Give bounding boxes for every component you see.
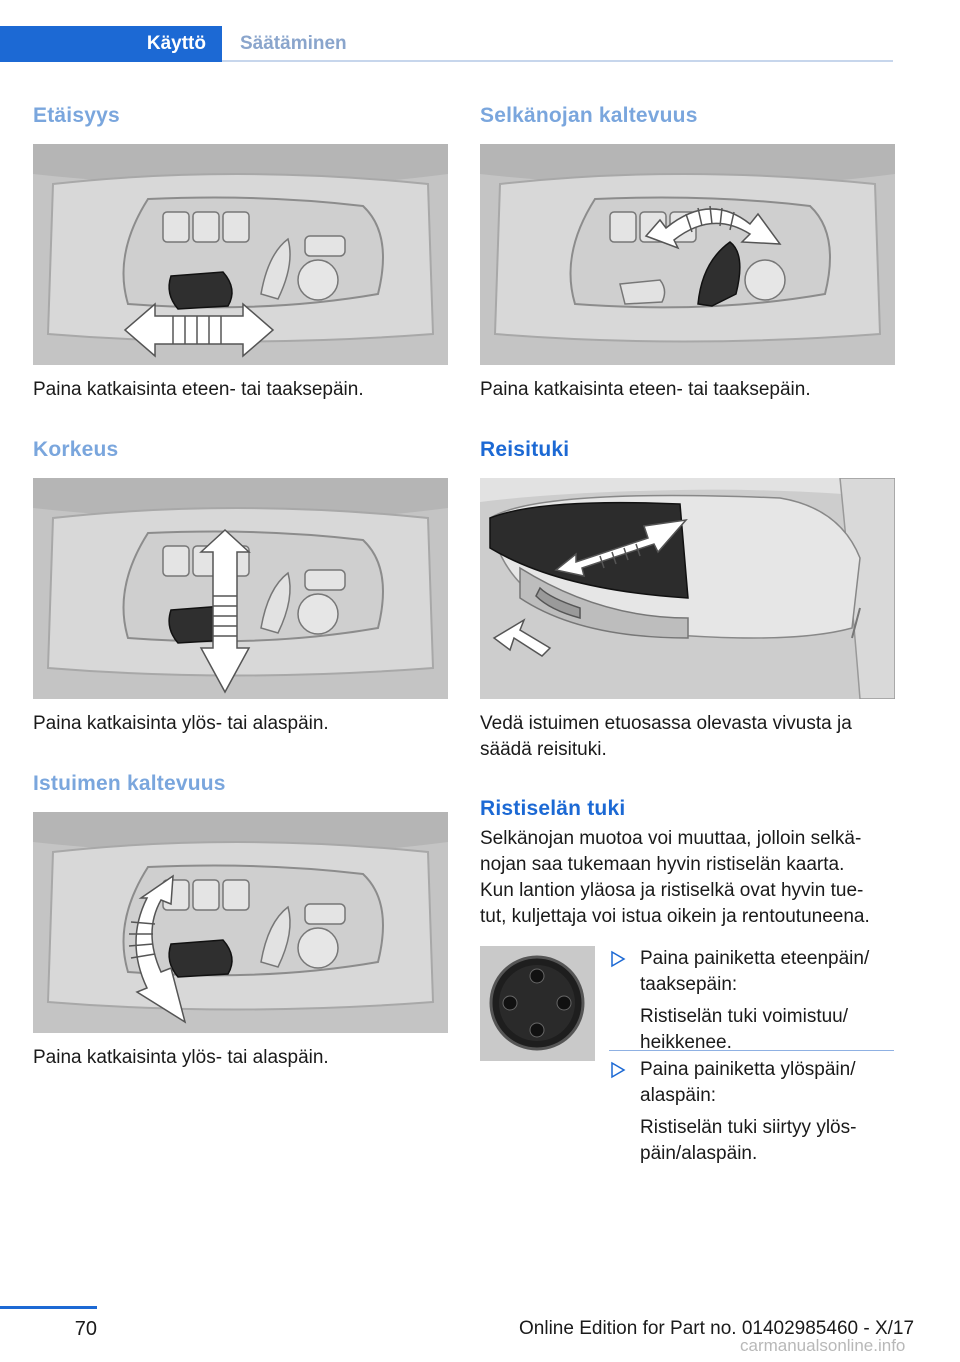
triangle-right-icon (611, 950, 626, 968)
heading-distance: Etäisyys (33, 104, 120, 127)
tab-underline (222, 60, 893, 62)
caption-height: Paina katkaisinta ylös- tai alaspäin. (33, 713, 329, 734)
tab-saataminen[interactable]: Säätäminen (240, 33, 347, 54)
caption-backrest-tilt: Paina katkaisinta eteen- tai taaksepäin. (480, 379, 811, 400)
heading-thigh-support: Reisituki (480, 438, 570, 461)
page-number: 70 (74, 1318, 97, 1340)
footer-accent-line (0, 1306, 97, 1309)
illustration-lumbar-button (480, 946, 595, 1061)
seat-switch-backrest-image (480, 144, 895, 365)
lumbar-button-image (480, 946, 595, 1061)
caption-thigh-support-line1: Vedä istuimen etuosassa olevasta vivusta… (480, 713, 852, 734)
watermark: carmanualsonline.info (740, 1336, 906, 1355)
illustration-height (33, 478, 448, 699)
lumbar-text-line2: nojan saa tukemaan hyvin ristiselän kaar… (480, 854, 845, 875)
heading-lumbar-support: Ristiselän tuki (480, 797, 626, 820)
lumbar-bullet-1: Paina painiketta eteenpäin/ taaksepäin: … (609, 946, 899, 1076)
caption-seat-tilt: Paina katkaisinta ylös- tai alaspäin. (33, 1047, 329, 1068)
triangle-right-icon (611, 1061, 626, 1079)
thigh-support-image (480, 478, 895, 699)
seat-switch-tilt-image (33, 812, 448, 1033)
bullet-separator (609, 1050, 894, 1051)
lumbar-text-line1: Selkänojan muotoa voi muuttaa, jolloin s… (480, 828, 862, 849)
lumbar-text-line3: Kun lantion yläosa ja ristiselkä ovat hy… (480, 880, 864, 901)
bullet-2-line1: Paina painiketta ylöspäin/ (640, 1059, 856, 1080)
caption-distance: Paina katkaisinta eteen- tai taaksepäin. (33, 379, 364, 400)
illustration-distance (33, 144, 448, 365)
bullet-1-line2: taaksepäin: (640, 974, 738, 995)
illustration-backrest-tilt (480, 144, 895, 365)
lumbar-text-line4: tut, kuljettaja voi istua oikein ja rent… (480, 906, 870, 927)
heading-seat-tilt: Istuimen kaltevuus (33, 772, 226, 795)
header-tabbar: Käyttö Säätäminen (0, 26, 893, 62)
bullet-2-sub2: päin/alaspäin. (640, 1143, 758, 1164)
lumbar-bullet-2: Paina painiketta ylöspäin/ alaspäin: Ris… (609, 1057, 899, 1187)
seat-switch-height-image (33, 478, 448, 699)
tab-kaytto[interactable]: Käyttö (0, 26, 222, 62)
bullet-2-line2: alaspäin: (640, 1085, 717, 1106)
heading-height: Korkeus (33, 438, 119, 461)
bullet-2-sub1: Ristiselän tuki siirtyy ylös‐ (640, 1117, 857, 1138)
bullet-1-sub2: heikkenee. (640, 1032, 732, 1053)
heading-backrest-tilt: Selkänojan kaltevuus (480, 104, 698, 127)
illustration-seat-tilt (33, 812, 448, 1033)
caption-thigh-support-line2: säädä reisituki. (480, 739, 607, 760)
seat-switch-distance-image (33, 144, 448, 365)
illustration-thigh-support (480, 478, 895, 699)
bullet-1-line1: Paina painiketta eteenpäin/ (640, 948, 870, 969)
edition-text: Online Edition for Part no. 01402985460 … (519, 1318, 915, 1339)
bullet-1-sub1: Ristiselän tuki voimistuu/ (640, 1006, 849, 1027)
